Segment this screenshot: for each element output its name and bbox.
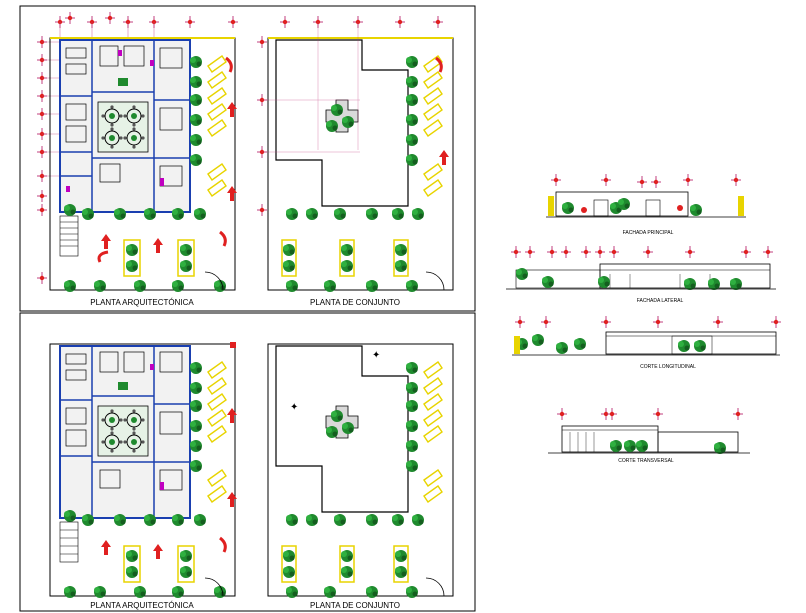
- svg-text:✦: ✦: [372, 350, 380, 361]
- plan-site-top: [256, 15, 454, 292]
- elevation-fachada-principal: [546, 173, 746, 218]
- plan-architectural-top: [36, 11, 239, 292]
- label-fachada-principal: FACHADA PRINCIPAL: [623, 230, 674, 236]
- sheet-frames: [19, 5, 476, 612]
- section-corte-longitudinal: [512, 315, 782, 356]
- axis-markers-top: [54, 11, 239, 29]
- elevation-fachada-lateral: [506, 245, 776, 290]
- label-planta-de-conjunto-top: PLANTA DE CONJUNTO: [310, 298, 400, 307]
- svg-text:✦: ✦: [290, 402, 298, 413]
- label-corte-longitudinal: CORTE LONGITUDINAL: [640, 364, 696, 370]
- label-planta-arquitectonica-top: PLANTA ARQUITECTÓNICA: [90, 298, 194, 307]
- section-corte-transversal: [548, 407, 750, 454]
- axis-markers-left: [36, 35, 48, 285]
- label-fachada-lateral: FACHADA LATERAL: [637, 298, 684, 304]
- label-planta-de-conjunto-bottom: PLANTA DE CONJUNTO: [310, 601, 400, 610]
- label-planta-arquitectonica-bottom: PLANTA ARQUITECTÓNICA: [90, 601, 194, 610]
- plan-site-bottom: ✦ ✦: [267, 343, 454, 598]
- plan-architectural-bottom: [49, 342, 237, 598]
- label-corte-transversal: CORTE TRANSVERSAL: [618, 458, 674, 464]
